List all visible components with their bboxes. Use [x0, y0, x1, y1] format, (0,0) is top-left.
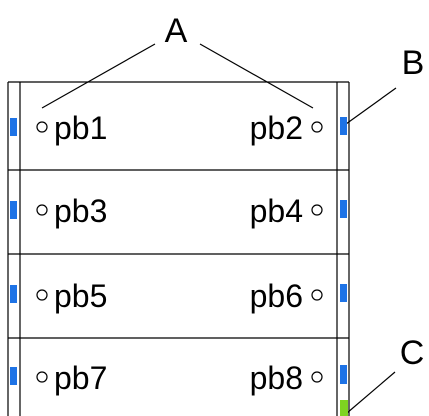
- button-row-1: pb1 pb2: [10, 110, 347, 146]
- led-indicator-icon: [340, 117, 347, 135]
- callout-b-leader: [345, 87, 397, 125]
- callout-c-label: C: [400, 334, 425, 372]
- led-indicator-icon: [10, 201, 17, 219]
- open-circle-icon: [311, 204, 323, 216]
- callout-a-label: A: [165, 12, 188, 50]
- callout-a-leader-left: [41, 43, 156, 109]
- led-indicator-icon: [10, 118, 17, 136]
- button-row-3: pb5 pb6: [10, 278, 347, 314]
- button-row-4: pb7 pb8: [10, 360, 348, 416]
- callout-b-label: B: [402, 44, 425, 82]
- callout-c-leader: [346, 371, 396, 414]
- led-indicator-icon: [340, 200, 347, 218]
- pushbutton-label-right: pb8: [250, 360, 303, 396]
- open-circle-icon: [36, 289, 48, 301]
- pushbutton-label-right: pb4: [250, 193, 303, 229]
- led-indicator-icon: [10, 285, 17, 303]
- led-indicator-icon: [10, 367, 17, 385]
- open-circle-icon: [36, 121, 48, 133]
- right-rail: [336, 82, 350, 416]
- led-indicator-icon: [340, 365, 347, 384]
- open-circle-icon: [311, 289, 323, 301]
- pushbutton-label-left: pb7: [54, 360, 107, 396]
- pushbutton-label-left: pb5: [54, 278, 107, 314]
- left-rail: [7, 82, 21, 416]
- led-indicator-icon: [340, 284, 347, 302]
- button-row-2: pb3 pb4: [10, 193, 347, 229]
- pushbutton-label-right: pb6: [250, 278, 303, 314]
- pushbutton-label-right: pb2: [250, 110, 303, 146]
- open-circle-icon: [36, 204, 48, 216]
- pushbutton-label-left: pb1: [54, 110, 107, 146]
- callout-a-leader-right: [199, 43, 314, 109]
- open-circle-icon: [311, 121, 323, 133]
- open-circle-icon: [36, 371, 48, 383]
- row-dividers: [8, 81, 349, 339]
- led-indicator-green-icon: [340, 400, 348, 416]
- pushbutton-label-left: pb3: [54, 193, 107, 229]
- open-circle-icon: [311, 371, 323, 383]
